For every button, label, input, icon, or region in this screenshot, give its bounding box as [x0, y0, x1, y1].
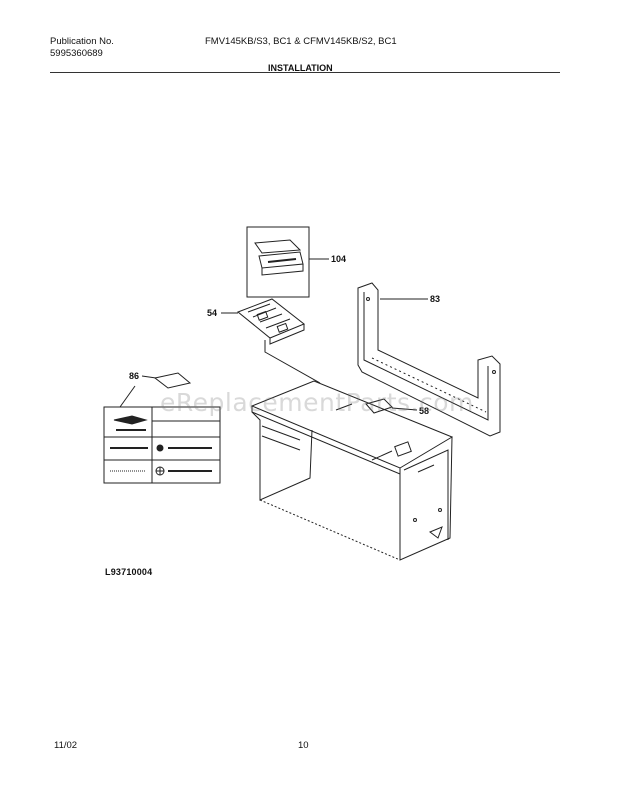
footer-date: 11/02 — [54, 740, 78, 751]
leader-86-to-kit — [119, 385, 136, 408]
callout-86: 86 — [129, 371, 139, 381]
publication-label: Publication No. — [50, 36, 114, 47]
part-83-drawing — [357, 282, 501, 437]
part-104-drawing — [254, 239, 304, 276]
callout-54: 54 — [207, 308, 217, 318]
part-104-frame — [246, 226, 310, 298]
drawing-code: L93710004 — [105, 567, 153, 577]
callout-104: 104 — [331, 254, 346, 264]
leader-54-to-case — [264, 340, 321, 384]
publication-number: 5995360689 — [50, 48, 103, 59]
section-title: INSTALLATION — [268, 63, 333, 73]
header-rule — [50, 72, 560, 73]
callout-58: 58 — [419, 406, 429, 416]
part-58-drawing — [365, 398, 393, 414]
watermark: eReplacementParts.com — [160, 388, 474, 417]
callout-83: 83 — [430, 294, 440, 304]
part-54-drawing — [237, 298, 305, 345]
model-numbers: FMV145KB/S3, BC1 & CFMV145KB/S2, BC1 — [205, 36, 397, 47]
leader-58 — [391, 407, 418, 411]
hardware-kit-table — [103, 406, 221, 484]
leader-86 — [141, 375, 157, 379]
part-86-drawing — [153, 372, 192, 389]
page-number: 10 — [298, 740, 309, 751]
cabinet-case-drawing — [250, 380, 454, 561]
